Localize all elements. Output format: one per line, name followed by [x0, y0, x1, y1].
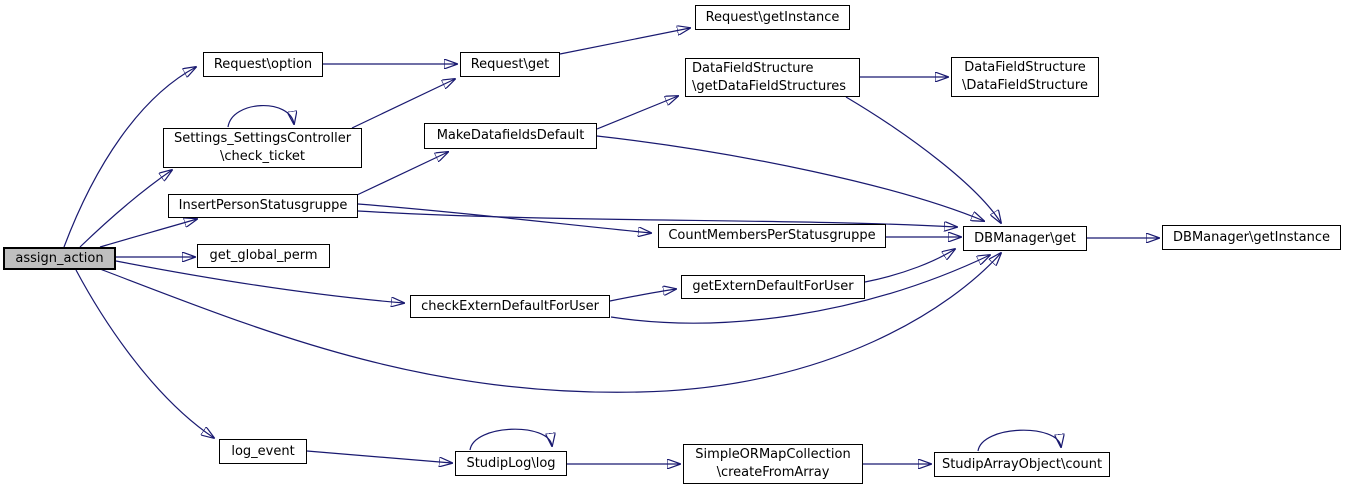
edge-assign_action-check_ticket [79, 170, 172, 248]
node-get-datafield-structures[interactable]: DataFieldStructure \getDataFieldStructur… [685, 58, 860, 97]
node-dbmanager-getinstance[interactable]: DBManager\getInstance [1162, 225, 1341, 250]
node-check-extern-default-for-user-label: checkExternDefaultForUser [421, 298, 599, 314]
edge-check_extern_default_for_user-dbmanager_get [610, 255, 990, 324]
node-studiparrayobject-count-label: StudipArrayObject\count [941, 456, 1103, 472]
node-settings-check-ticket[interactable]: Settings_SettingsController \check_ticke… [163, 128, 362, 168]
node-get-global-perm-label: get_global_perm [209, 248, 318, 263]
node-count-members-per-statusgruppe-label: CountMembersPerStatusgruppe [668, 228, 876, 243]
edge-insert_person_statusgruppe-count_members_per_statusgruppe [357, 203, 651, 233]
node-count-members-per-statusgruppe[interactable]: CountMembersPerStatusgruppe [658, 224, 886, 248]
edge-log_event-studiplog_log [306, 450, 452, 463]
node-request-option-label: Request\option [213, 56, 313, 72]
edge-get_datafield_structures-dbmanager_get [845, 96, 1001, 223]
node-studiplog-log-label: StudipLog\log [466, 455, 556, 471]
node-assign-action[interactable]: assign_action [3, 247, 116, 270]
edge-check_ticket-self [227, 105, 294, 128]
edge-assign_action-insert_person_statusgruppe [99, 219, 197, 248]
node-insert-person-statusgruppe-label: InsertPersonStatusgruppe [178, 198, 348, 213]
node-datafield-structure[interactable]: DataFieldStructure \DataFieldStructure [951, 57, 1099, 97]
node-get-datafield-structures-label-line2: \getDataFieldStructures [692, 78, 847, 94]
node-get-datafield-structures-label-line1: DataFieldStructure [692, 60, 814, 76]
node-check-extern-default-for-user[interactable]: checkExternDefaultForUser [410, 295, 610, 318]
edge-check_extern_default_for_user-get_extern_default_for_user [609, 289, 676, 302]
node-settings-check-ticket-label-line1: Settings_SettingsController [173, 131, 352, 146]
node-request-option[interactable]: Request\option [203, 52, 323, 77]
node-request-get[interactable]: Request\get [460, 52, 560, 77]
node-dbmanager-getinstance-label: DBManager\getInstance [1173, 229, 1330, 245]
node-simpleormap-createfromarray-label-line2: \createFromArray [716, 465, 830, 480]
edge-assign_action-log_event [75, 269, 214, 438]
node-datafield-structure-label-line1: DataFieldStructure [964, 60, 1086, 75]
node-log-event[interactable]: log_event [219, 439, 307, 464]
node-request-getinstance[interactable]: Request\getInstance [695, 5, 850, 30]
node-studiparrayobject-count[interactable]: StudipArrayObject\count [934, 452, 1110, 477]
edge-assign_action-request_option [63, 67, 196, 248]
edge-assign_action-dbmanager_get [99, 253, 1001, 393]
node-request-getinstance-label: Request\getInstance [705, 9, 840, 25]
edge-request_get-request_getinstance [559, 28, 690, 55]
node-settings-check-ticket-label-line2: \check_ticket [220, 149, 305, 164]
node-datafield-structure-label-line2: \DataFieldStructure [962, 78, 1088, 93]
node-make-datafields-default[interactable]: MakeDatafieldsDefault [424, 123, 597, 149]
node-request-get-label: Request\get [470, 56, 550, 72]
edge-assign_action-check_extern_default_for_user [115, 260, 404, 303]
node-simpleormap-createfromarray[interactable]: SimpleORMapCollection \createFromArray [683, 444, 863, 484]
node-assign-action-label: assign_action [15, 250, 104, 266]
node-dbmanager-get[interactable]: DBManager\get [963, 226, 1087, 251]
edge-insert_person_statusgruppe-make_datafields_default [356, 152, 448, 196]
node-get-global-perm[interactable]: get_global_perm [197, 244, 330, 268]
node-make-datafields-default-label: MakeDatafieldsDefault [436, 128, 585, 143]
node-get-extern-default-for-user[interactable]: getExternDefaultForUser [681, 275, 865, 299]
node-insert-person-statusgruppe[interactable]: InsertPersonStatusgruppe [168, 194, 358, 218]
edge-insert_person_statusgruppe-dbmanager_get [357, 210, 957, 227]
edge-get_extern_default_for_user-dbmanager_get [864, 249, 955, 283]
edge-studiplog_log-self [469, 428, 552, 451]
node-get-extern-default-for-user-label: getExternDefaultForUser [692, 279, 854, 294]
edge-studiparrayobject_count-self [977, 429, 1061, 452]
node-simpleormap-createfromarray-label-line1: SimpleORMapCollection [695, 447, 851, 462]
edge-check_ticket-request_get [351, 79, 455, 129]
node-dbmanager-get-label: DBManager\get [974, 230, 1076, 246]
node-log-event-label: log_event [231, 443, 295, 459]
edge-make_datafields_default-dbmanager_get [596, 135, 984, 221]
node-studiplog-log[interactable]: StudipLog\log [455, 451, 567, 476]
edge-make_datafields_default-get_datafield_structures [596, 96, 678, 130]
